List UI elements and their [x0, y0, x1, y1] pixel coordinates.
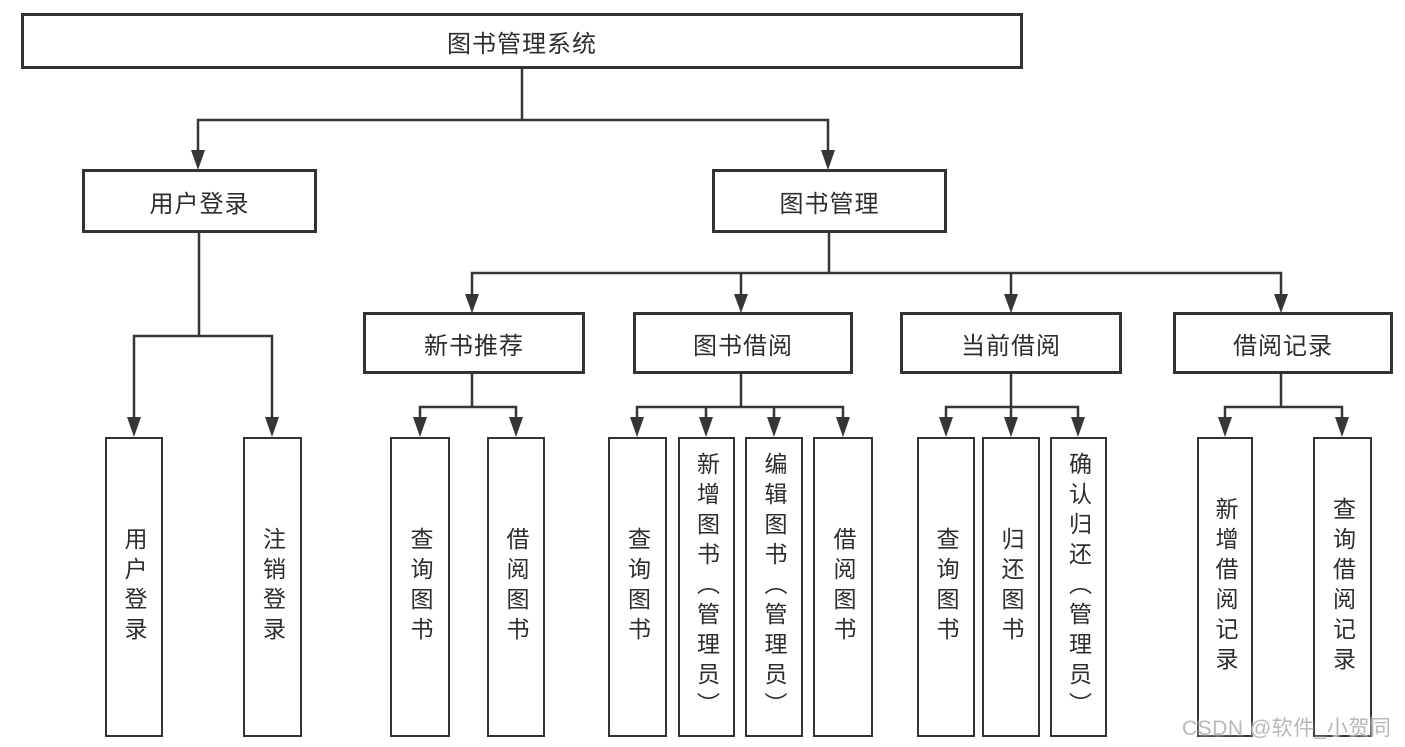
node-new-book-recommend: 新书推荐	[363, 312, 585, 374]
leaf-nb-query-books: 查询图书	[390, 437, 450, 737]
leaf-br-query-record: 查询借阅记录	[1313, 437, 1372, 737]
leaf-bb-borrow-books: 借阅图书	[813, 437, 873, 737]
leaf-bb-query-books: 查询图书	[608, 437, 667, 737]
node-current-borrow: 当前借阅	[900, 312, 1122, 374]
edge-user-login-split	[127, 231, 279, 437]
node-book-borrow: 图书借阅	[633, 312, 853, 374]
leaf-bb-add-books-admin: 新增图书（管理员）	[678, 437, 735, 737]
edge-borrow-records-split	[1218, 371, 1349, 437]
leaf-bb-edit-books-admin: 编辑图书（管理员）	[745, 437, 803, 737]
edge-book-borrow-split	[630, 371, 850, 437]
leaf-cb-confirm-return-admin: 确认归还（管理员）	[1050, 437, 1107, 737]
leaf-br-add-record: 新增借阅记录	[1197, 437, 1253, 737]
edge-book-management-split	[465, 231, 1288, 313]
edge-root-split	[191, 67, 835, 170]
leaf-nb-borrow-books: 借阅图书	[487, 437, 545, 737]
leaf-cb-return-books: 归还图书	[982, 437, 1040, 737]
leaf-cb-query-books: 查询图书	[917, 437, 975, 737]
leaf-logout-login: 注销登录	[243, 437, 302, 737]
edge-new-book-split	[413, 371, 523, 437]
node-root-library-system: 图书管理系统	[21, 13, 1023, 69]
node-book-management: 图书管理	[712, 169, 947, 233]
csdn-watermark: CSDN @软件_小贺同学	[1182, 717, 1392, 740]
leaf-user-login: 用户登录	[105, 437, 163, 737]
edge-current-borrow-split	[939, 371, 1085, 437]
node-user-login: 用户登录	[82, 169, 317, 233]
node-borrow-records: 借阅记录	[1173, 312, 1393, 374]
